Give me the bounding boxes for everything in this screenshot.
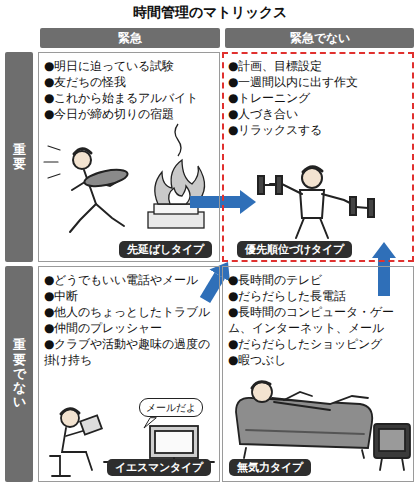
bullet-item: ●トレーニング: [228, 90, 410, 106]
training-figure-part: [264, 184, 276, 186]
title-text: 時間管理のマトリックス: [0, 2, 420, 22]
burning-papers: [148, 124, 205, 228]
bullet-item: ●クラブや活動や趣味の過度の掛け持ち: [44, 336, 216, 368]
lethargic-figure-part: [272, 396, 368, 404]
column-header: 緊急でない: [225, 28, 414, 48]
speech-bubble: メールだよ: [139, 398, 203, 417]
bullet-item: ●長時間のテレビ: [228, 272, 410, 288]
lethargic-figure-part: [379, 429, 405, 451]
bullet-item: ●だらだらしたショッピング: [228, 336, 410, 352]
column-header: 緊急: [40, 28, 220, 48]
training-figure-part: [296, 218, 328, 238]
yesman-figure-part: [86, 452, 92, 470]
yesman-figure-part: [62, 428, 86, 452]
lethargic-figure-part: [284, 392, 312, 400]
row-header-text: 重要: [13, 143, 26, 172]
lethargic-figure: [236, 382, 410, 470]
type-label: イエスマンタイプ: [107, 459, 211, 476]
bullet-item: ●人づき合い: [228, 106, 410, 122]
yesman-figure-part: [80, 415, 102, 434]
type-label: 先延ばしタイプ: [119, 241, 212, 258]
bullet-item: ●長時間のコンピュータ・ゲーム、インターネット、メール: [228, 304, 410, 336]
bullet-item: ●明日に迫っている試験: [44, 58, 216, 74]
yesman-figure-part: [61, 409, 79, 427]
type-label: 無気力タイプ: [229, 459, 311, 476]
type-label-text: イエスマンタイプ: [115, 460, 203, 475]
row-header: 重要: [5, 52, 33, 262]
row-header: 重要でない: [5, 266, 33, 482]
bullet-item: ●リラックスする: [228, 122, 410, 138]
procrastinator-figure-part: [70, 204, 96, 232]
yesman-figure-part: [155, 431, 193, 453]
type-label-text: 先延ばしタイプ: [127, 242, 204, 257]
speech-bubble-text: メールだよ: [146, 401, 196, 414]
yesman-figure-part: [150, 426, 198, 458]
training-figure-part: [300, 190, 324, 218]
bullet-item: ●他人のちょっとしたトラブル: [44, 304, 216, 320]
yesman-figure-part: [61, 409, 79, 414]
bullet-item: ●友だちの怪我: [44, 74, 216, 90]
procrastinator-figure-part: [74, 149, 91, 154]
quadrant-box: ●長時間のテレビ●だらだらした長電話●長時間のコンピュータ・ゲーム、インターネッ…: [222, 266, 414, 482]
yesman-figure: [50, 409, 214, 476]
column-header-text: 緊急: [118, 30, 142, 47]
yesman-figure-part: [50, 456, 70, 476]
lethargic-figure-part: [374, 424, 410, 458]
lethargic-figure-part: [274, 402, 330, 410]
procrastinator-figure: [44, 146, 129, 232]
block-arrow: [378, 258, 390, 296]
block-arrow: [205, 276, 220, 300]
training-figure-part: [350, 197, 356, 215]
lethargic-figure-part: [252, 382, 270, 388]
lethargic-figure-part: [246, 430, 364, 434]
bullet-item: ●今日が締め切りの宿題: [44, 106, 216, 122]
bullet-item: ●暇つぶし: [228, 352, 410, 368]
yesman-figure-part: [144, 418, 156, 428]
burning-papers-part: [175, 124, 181, 156]
training-figure-part: [303, 167, 322, 172]
lethargic-figure-part: [236, 398, 372, 448]
type-label-text: 優先順位づけタイプ: [245, 242, 344, 257]
bullet-item: ●これから始まるアルバイト: [44, 90, 216, 106]
lethargic-figure-part: [244, 448, 364, 458]
bullet-item: ●計画、目標設定: [228, 58, 410, 74]
block-arrow: [190, 196, 240, 208]
bullet-item: ●一週間以内に出す作文: [228, 74, 410, 90]
training-figure: [258, 167, 374, 238]
training-figure-part: [356, 207, 368, 208]
column-header-text: 緊急でない: [290, 30, 350, 47]
bullet-item: ●仲間のプレッシャー: [44, 320, 216, 336]
type-label-text: 無気力タイプ: [237, 460, 303, 475]
lethargic-figure-part: [380, 458, 404, 470]
procrastinator-figure-part: [96, 204, 124, 226]
burning-papers-part: [169, 186, 190, 204]
type-label: 優先順位づけタイプ: [237, 241, 352, 258]
lethargic-figure-part: [252, 382, 272, 402]
quadrant-box: ●どうでもいい電話やメール●中断●他人のちょっとしたトラブル●仲間のプレッシャー…: [38, 266, 220, 482]
bullet-item: ●中断: [44, 288, 216, 304]
procrastinator-figure-part: [83, 167, 129, 190]
procrastinator-figure-part: [44, 146, 60, 178]
row-header-text: 重要でない: [13, 338, 26, 409]
quadrant-box: ●明日に迫っている試験●友だちの怪我●これから始まるアルバイト●今日が締め切りの…: [38, 52, 220, 262]
quadrant-box: ●計画、目標設定●一週間以内に出す作文●トレーニング●人づき合い●リラックスする…: [222, 52, 414, 262]
bullet-item: ●どうでもいい電話やメール: [44, 272, 216, 288]
bullet-item: ●だらだらした長電話: [228, 288, 410, 304]
